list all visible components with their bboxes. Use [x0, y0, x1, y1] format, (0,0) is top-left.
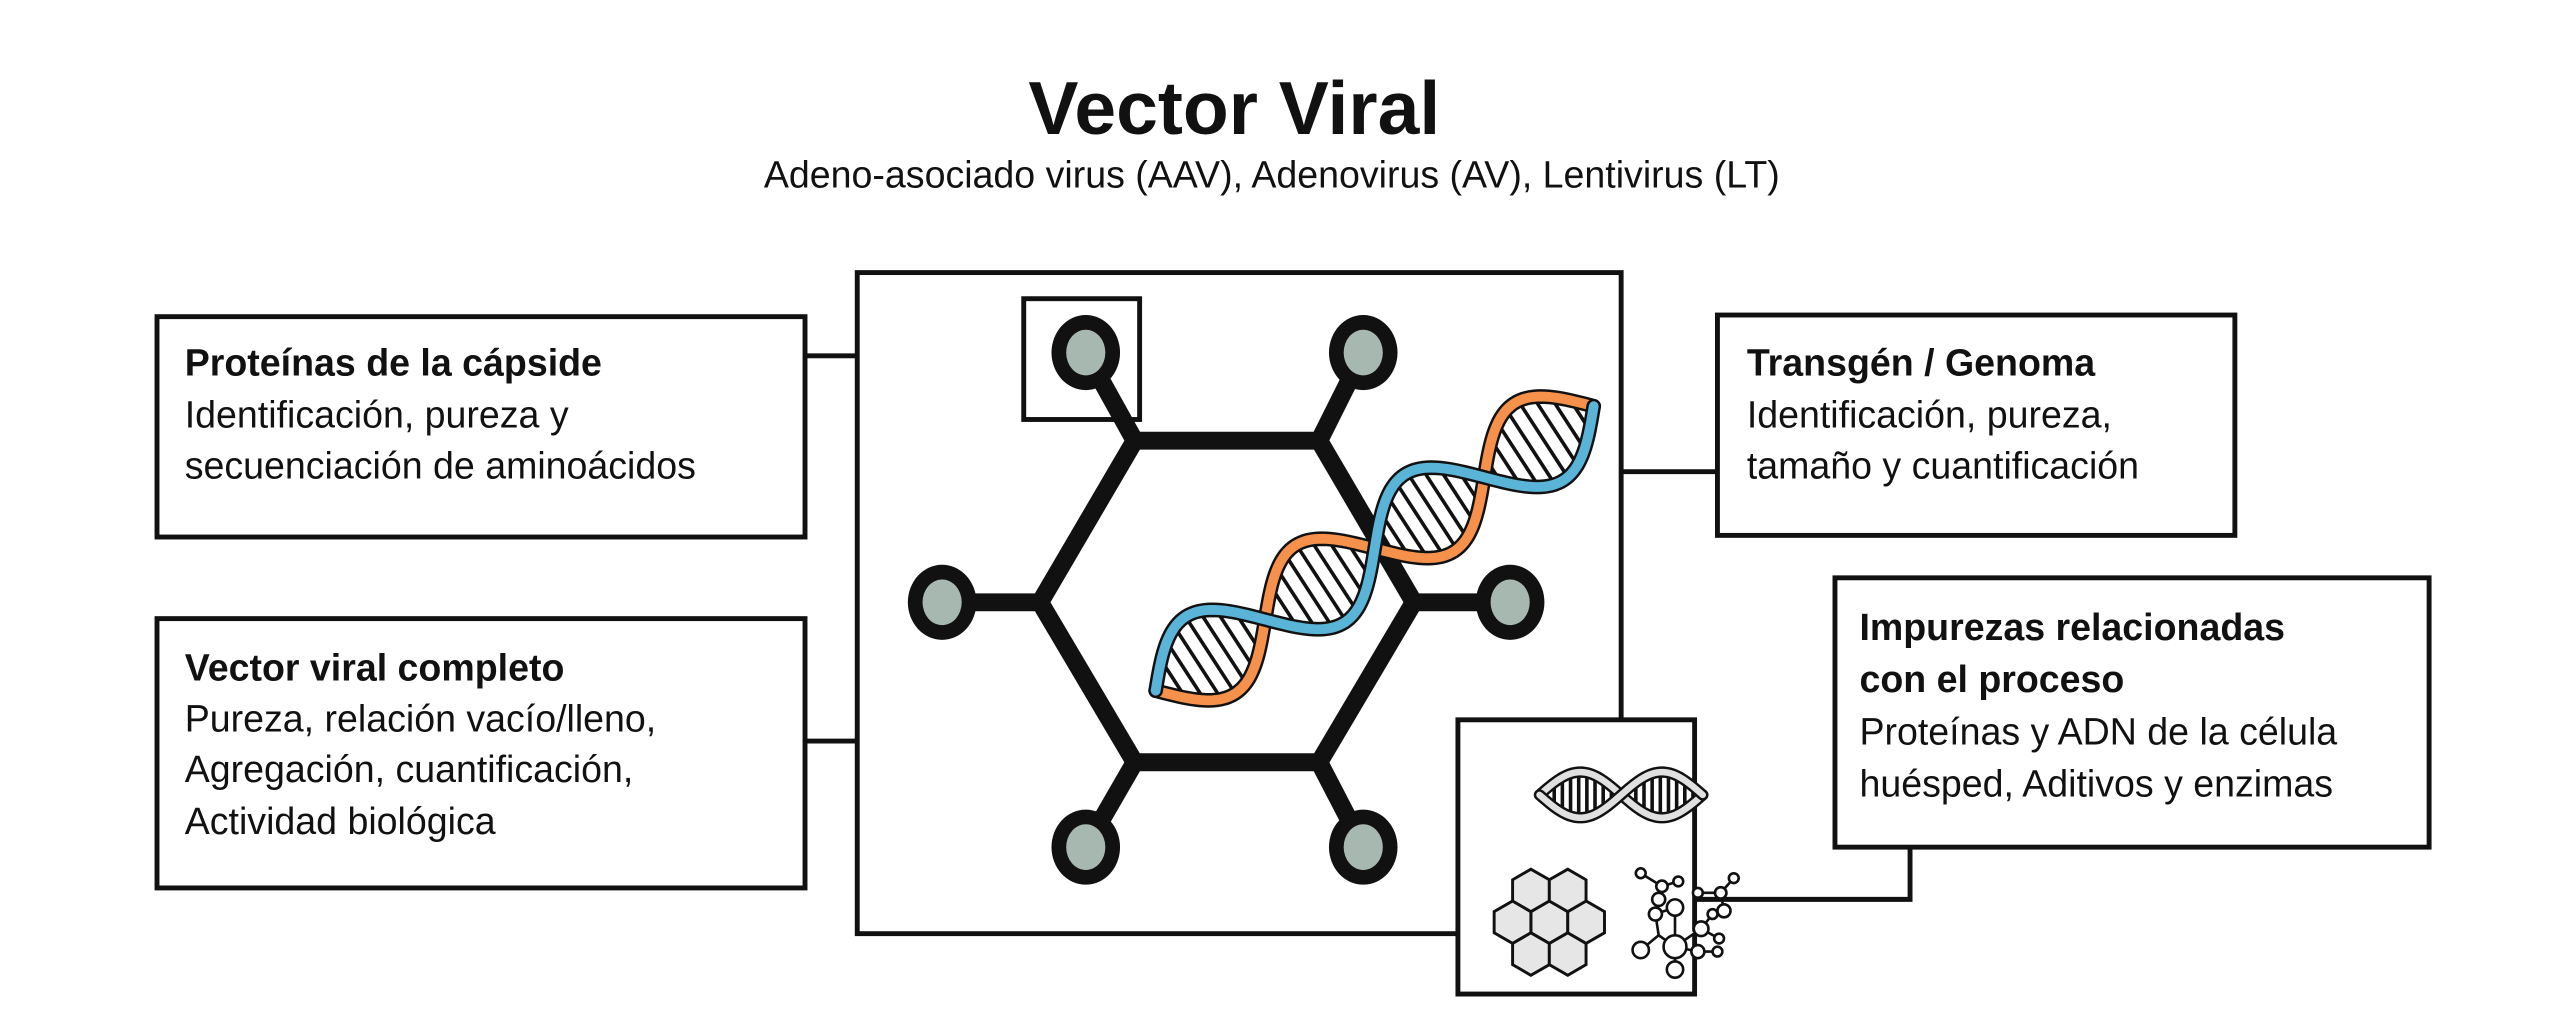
- capsid-node: [1475, 564, 1545, 640]
- transgene-line: tamaño y cuantificación: [1747, 444, 2139, 486]
- dna-base-pair: [1283, 553, 1335, 629]
- connector-impurities: [1694, 847, 1913, 902]
- transgene-box: Transgén / Genoma Identificación, pureza…: [1714, 312, 2238, 538]
- full-vector-line: Pureza, relación vacío/lleno,: [185, 697, 657, 739]
- dna-base-pair: [1294, 543, 1348, 623]
- impurities-line: huésped, Aditivos y enzimas: [1859, 763, 2333, 805]
- dna-base-pair: [1505, 408, 1557, 486]
- dna-base-pair: [1173, 626, 1223, 701]
- full-vector-line: Actividad biológica: [185, 800, 496, 842]
- dna-strand: [1150, 401, 1599, 696]
- protein-hexagon: [1511, 867, 1551, 914]
- protein-hexagon: [1547, 931, 1588, 977]
- page-subtitle: Adeno-asociado virus (AAV), Adenovirus (…: [764, 154, 1780, 196]
- dna-base-pair: [1496, 422, 1541, 488]
- dna-base-pair: [1531, 395, 1580, 467]
- capsid-node: [1051, 315, 1121, 391]
- dna-base-pair: [1516, 400, 1570, 479]
- capsid-heading: Proteínas de la cápside: [185, 341, 602, 383]
- protein-hexagon-cluster-icon: [1492, 867, 1606, 977]
- dna-base-pair: [1420, 467, 1469, 539]
- capsid-node: [1051, 809, 1121, 885]
- capsid-proteins-box: Proteínas de la cápside Identificación, …: [154, 314, 808, 540]
- dna-base-pair: [1197, 610, 1248, 685]
- transgene-line: Identificación, pureza,: [1747, 394, 2112, 436]
- capsid-highlight-square: [1021, 296, 1143, 422]
- full-vector-line: Agregación, cuantificación,: [185, 748, 634, 790]
- capsid-line: Identificación, pureza y: [185, 394, 569, 436]
- capsid-node: [907, 564, 977, 640]
- dna-helix-icon: [1148, 389, 1602, 708]
- dna-base-pair: [1275, 568, 1318, 631]
- dna-base-pair: [1385, 495, 1430, 560]
- protein-hexagon: [1511, 931, 1551, 977]
- dna-base-pair: [1309, 538, 1359, 612]
- impurities-line: Proteínas y ADN de la célula: [1859, 710, 2337, 752]
- dna-base-pair: [1405, 471, 1459, 551]
- impurities-heading: Impurezas relacionadas: [1859, 606, 2285, 648]
- dna-base-pair: [1184, 615, 1237, 695]
- page-title: Vector Viral: [1028, 66, 1440, 150]
- dna-base-pair: [1165, 640, 1207, 702]
- virus-capsid-hexagon-icon: [907, 315, 1545, 885]
- dna-base-pair: [1549, 396, 1587, 451]
- dna-base-pair: [1326, 537, 1366, 597]
- full-vector-heading: Vector viral completo: [185, 647, 565, 689]
- impurities-box: Impurezas relacionadas con el proceso Pr…: [1832, 575, 2432, 850]
- molecule-network-icon: [1631, 867, 1740, 980]
- capsid-line: secuenciación de aminoácidos: [185, 444, 696, 486]
- impurities-heading: con el proceso: [1859, 658, 2124, 700]
- dna-base-pair: [1437, 467, 1476, 524]
- dna-base-pair: [1394, 481, 1446, 557]
- grey-dna-icon: [1533, 766, 1709, 824]
- dna-base-pair: [1214, 608, 1256, 670]
- transgene-heading: Transgén / Genoma: [1747, 341, 2096, 383]
- protein-hexagon: [1547, 867, 1588, 914]
- capsid-node: [1328, 809, 1398, 885]
- capsid-node: [1328, 315, 1398, 391]
- dna-strand: [1536, 768, 1707, 821]
- full-vector-box: Vector viral completo Pureza, relación v…: [154, 616, 808, 891]
